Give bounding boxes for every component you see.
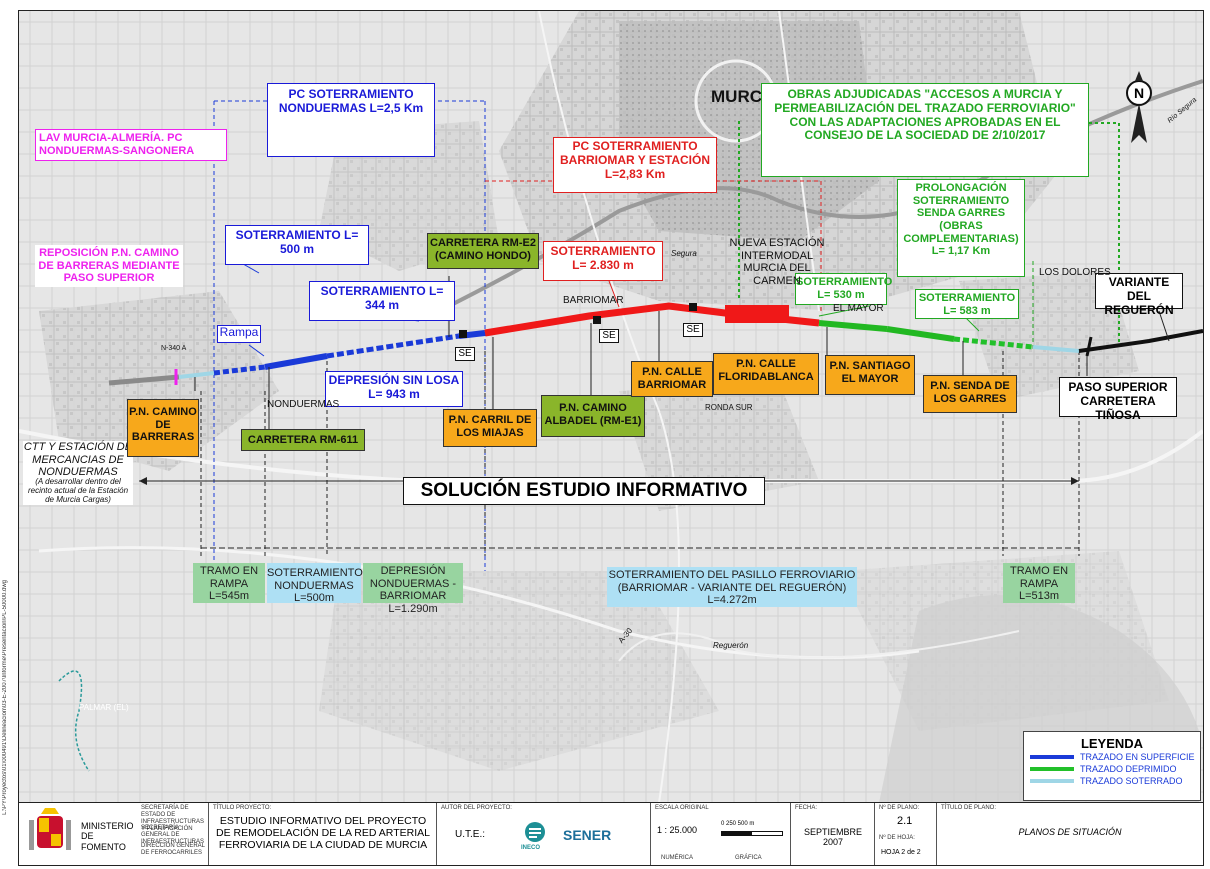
legend-swatch (1030, 767, 1074, 771)
numerica-label: NUMÉRICA (661, 855, 694, 861)
coat-of-arms-icon (29, 808, 71, 850)
soterr-583-box: SOTERRAMIENTO L= 583 m (915, 289, 1019, 319)
legend-item: TRAZADO EN SUPERFICIE (1024, 751, 1200, 763)
map-title: SOLUCIÓN ESTUDIO INFORMATIVO (403, 477, 765, 505)
ronda-sur-place: RONDA SUR (705, 403, 753, 412)
se-label-1: SE (455, 347, 475, 361)
file-path-label: L:\PY\Proyectos\01\000491\Delineacion\03… (2, 580, 8, 815)
scale-bar-icon (721, 831, 783, 836)
pc-nonduermas-box: PC SOTERRAMIENTO NONDUERMAS L=2,5 Km (267, 83, 435, 157)
scale-bar-text: 0 250 500 m (721, 821, 755, 827)
sheet-caption: Nº DE HOJA: (879, 835, 915, 841)
legend-swatch (1030, 755, 1074, 759)
rm611-box: CARRETERA RM-611 (241, 429, 365, 451)
legend-label: TRAZADO SOTERRADO (1080, 776, 1183, 786)
title-block: MINISTERIO DE FOMENTO SECRETARÍA DE ESTA… (18, 802, 1204, 866)
lav-box: LAV MURCIA-ALMERÍA. PC NONDUERMAS-SANGON… (35, 129, 227, 161)
ministry-small-2: SECRETARÍA GENERAL DE INFRAESTRUCTURAS (141, 825, 205, 845)
se-label-3: SE (683, 323, 703, 337)
tramo-depresion: DEPRESIÓN NONDUERMAS - BARRIOMAR L=1.290… (363, 563, 463, 615)
legend-label: TRAZADO DEPRIMIDO (1080, 764, 1177, 774)
date-value: SEPTIEMBRE 2007 (803, 827, 862, 848)
date-cell: FECHA: SEPTIEMBRE 2007 (791, 803, 875, 865)
ineco-logo-icon (525, 822, 545, 842)
tramo-pasillo: SOTERRAMIENTO DEL PASILLO FERROVIARIO (B… (607, 567, 857, 607)
soterr-530-box: SOTERRAMIENTO L= 530 m (795, 273, 892, 305)
grafica-label: GRÁFICA (735, 855, 762, 861)
ute-label: U.T.E.: (455, 829, 486, 840)
project-caption: TÍTULO PROYECTO: (213, 805, 272, 811)
nonduermas-place: NONDUERMAS (267, 399, 340, 410)
nueva-estacion-label: NUEVA ESTACIÓN INTERMODAL MURCIA DEL CAR… (729, 237, 825, 287)
legend-item: TRAZADO DEPRIMIDO (1024, 763, 1200, 775)
sheet-value: HOJA 2 de 2 (881, 849, 921, 856)
tramo-rampa-1: TRAMO EN RAMPA L=545m (193, 563, 265, 603)
legend-label: TRAZADO EN SUPERFICIE (1080, 752, 1195, 762)
los-dolores-place: LOS DOLORES (1039, 267, 1111, 278)
rm-e2-box: CARRETERA RM-E2 (CAMINO HONDO) (427, 233, 539, 269)
palmar-place: PALMAR (EL) (79, 703, 129, 712)
reposicion-label: REPOSICIÓN P.N. CAMINO DE BARRERAS MEDIA… (35, 245, 183, 287)
soterr-500-box: SOTERRAMIENTO L= 500 m (225, 225, 369, 265)
ministry-name: MINISTERIO DE FOMENTO (81, 821, 134, 852)
author-caption: AUTOR DEL PROYECTO: (441, 805, 512, 811)
ctt-note: (A desarrollar dentro del recinto actual… (23, 477, 133, 505)
obras-box: OBRAS ADJUDICADAS "ACCESOS A MURCIA Y PE… (761, 83, 1089, 177)
ministry-small-1: SECRETARÍA DE ESTADO DE INFRAESTRUCTURAS… (141, 805, 205, 832)
scale-caption: ESCALA ORIGINAL (655, 805, 709, 811)
map-legend: LEYENDA TRAZADO EN SUPERFICIE TRAZADO DEP… (1023, 731, 1201, 801)
plan-no-cell: Nº DE PLANO: 2.1 Nº DE HOJA: HOJA 2 de 2 (875, 803, 937, 865)
segura-place: Segura (671, 249, 697, 258)
plan-title-caption: TÍTULO DE PLANO: (941, 805, 997, 811)
scale-cell: ESCALA ORIGINAL 1 : 25.000 0 250 500 m N… (651, 803, 791, 865)
sener-logo: SENER (563, 827, 612, 843)
barriomar-place: BARRIOMAR (563, 295, 624, 306)
floridablanca-box: P.N. CALLE FLORIDABLANCA (713, 353, 819, 395)
ineco-text: INECO (521, 845, 541, 851)
pc-barriomar-box: PC SOTERRAMIENTO BARRIOMAR Y ESTACIÓN L=… (553, 137, 717, 193)
project-title: ESTUDIO INFORMATIVO DEL PROYECTO DE REMO… (216, 815, 430, 852)
plan-title-value: PLANOS DE SITUACIÓN (1018, 827, 1122, 837)
project-cell: TÍTULO PROYECTO: ESTUDIO INFORMATIVO DEL… (209, 803, 437, 865)
ctt-label: CTT Y ESTACIÓN DE MERCANCIAS DE NONDUERM… (23, 441, 133, 479)
pn-barreras-box: P.N. CAMINO DE BARRERAS (127, 399, 199, 457)
santiago-box: P.N. SANTIAGO EL MAYOR (825, 355, 915, 395)
north-arrow-icon (1126, 71, 1152, 143)
scale-value: 1 : 25.000 (657, 825, 698, 835)
tramo-rampa-2: TRAMO EN RAMPA L=513m (1003, 563, 1075, 603)
el-mayor-place: EL MAYOR (833, 303, 884, 314)
regueron-place: Reguerón (713, 641, 749, 650)
variante-box: VARIANTE DEL REGUERÓN (1095, 273, 1183, 316)
legend-title: LEYENDA (1080, 736, 1144, 751)
legend-swatch (1030, 779, 1074, 783)
north-label: N (1133, 85, 1145, 101)
ministry-small-3: DIRECCIÓN GENERAL DE FERROCARRILES (141, 843, 205, 856)
barriomar-box: P.N. CALLE BARRIOMAR (631, 361, 713, 397)
plan-no-caption: Nº DE PLANO: (879, 805, 920, 811)
plan-no-value: 2.1 (897, 815, 913, 827)
senda-box: P.N. SENDA DE LOS GARRES (923, 375, 1017, 413)
prolongacion-box: PROLONGACIÓN SOTERRAMIENTO SENDA GARRES … (897, 179, 1025, 277)
ministry-cell: MINISTERIO DE FOMENTO SECRETARÍA DE ESTA… (19, 803, 209, 865)
soterr-2830-box: SOTERRAMIENTO L= 2.830 m (543, 241, 663, 281)
legend-item: TRAZADO SOTERRADO (1024, 775, 1200, 787)
albadel-box: P.N. CAMINO ALBADEL (RM-E1) (541, 395, 645, 437)
map-frame: MURCIA N PC SOTERRAMIENTO NONDUERMAS L=2… (18, 10, 1204, 804)
tramo-soterr-nonduermas: SOTERRAMIENTO NONDUERMAS L=500m (267, 563, 363, 604)
rampa-box: Rampa (217, 325, 261, 343)
se-label-2: SE (599, 329, 619, 343)
depresion-box: DEPRESIÓN SIN LOSA L= 943 m (325, 371, 463, 407)
miajas-box: P.N. CARRIL DE LOS MIAJAS (443, 409, 537, 447)
n340-place: N-340 A (161, 345, 187, 352)
soterr-344-box: SOTERRAMIENTO L= 344 m (309, 281, 455, 321)
plan-title-cell: TÍTULO DE PLANO: PLANOS DE SITUACIÓN (937, 803, 1203, 865)
date-caption: FECHA: (795, 805, 818, 811)
author-cell: AUTOR DEL PROYECTO: U.T.E.: INECO SENER (437, 803, 651, 865)
paso-superior-box: PASO SUPERIOR CARRETERA TIÑOSA (1059, 377, 1177, 421)
